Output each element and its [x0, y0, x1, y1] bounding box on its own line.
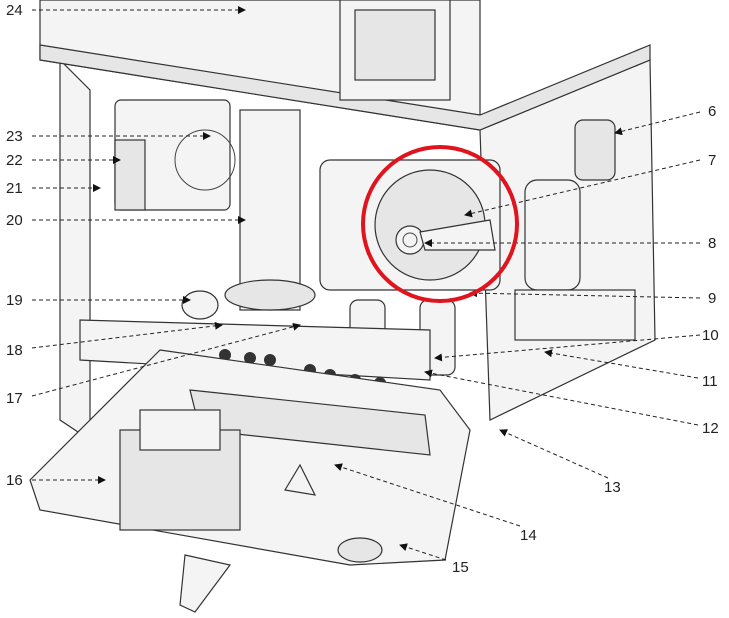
flue-pipe	[181, 109, 316, 320]
expansion-components	[514, 119, 636, 341]
callout-label-18: 18	[6, 342, 23, 359]
leader-lines	[31, 6, 701, 561]
callout-label-12: 12	[702, 420, 719, 437]
callout-label-13: 13	[604, 479, 621, 496]
callout-label-11: 11	[702, 373, 718, 390]
callout-label-9: 9	[708, 290, 717, 307]
callout-label-21: 21	[6, 180, 23, 197]
callout-label-7: 7	[708, 152, 717, 169]
control-box	[29, 349, 471, 613]
callout-label-23: 23	[6, 128, 23, 145]
callout-label-22: 22	[6, 152, 23, 169]
callout-label-17: 17	[6, 390, 23, 407]
callout-label-10: 10	[702, 327, 719, 344]
callout-label-19: 19	[6, 292, 23, 309]
callout-label-24: 24	[6, 2, 23, 19]
callout-label-16: 16	[6, 472, 23, 489]
callout-label-15: 15	[452, 559, 469, 576]
callout-label-8: 8	[708, 235, 717, 252]
highlight-circle	[361, 145, 519, 303]
callout-label-6: 6	[708, 103, 717, 120]
callout-label-14: 14	[520, 527, 537, 544]
gas-valve	[114, 99, 236, 211]
pump	[319, 159, 501, 291]
callout-label-20: 20	[6, 212, 23, 229]
